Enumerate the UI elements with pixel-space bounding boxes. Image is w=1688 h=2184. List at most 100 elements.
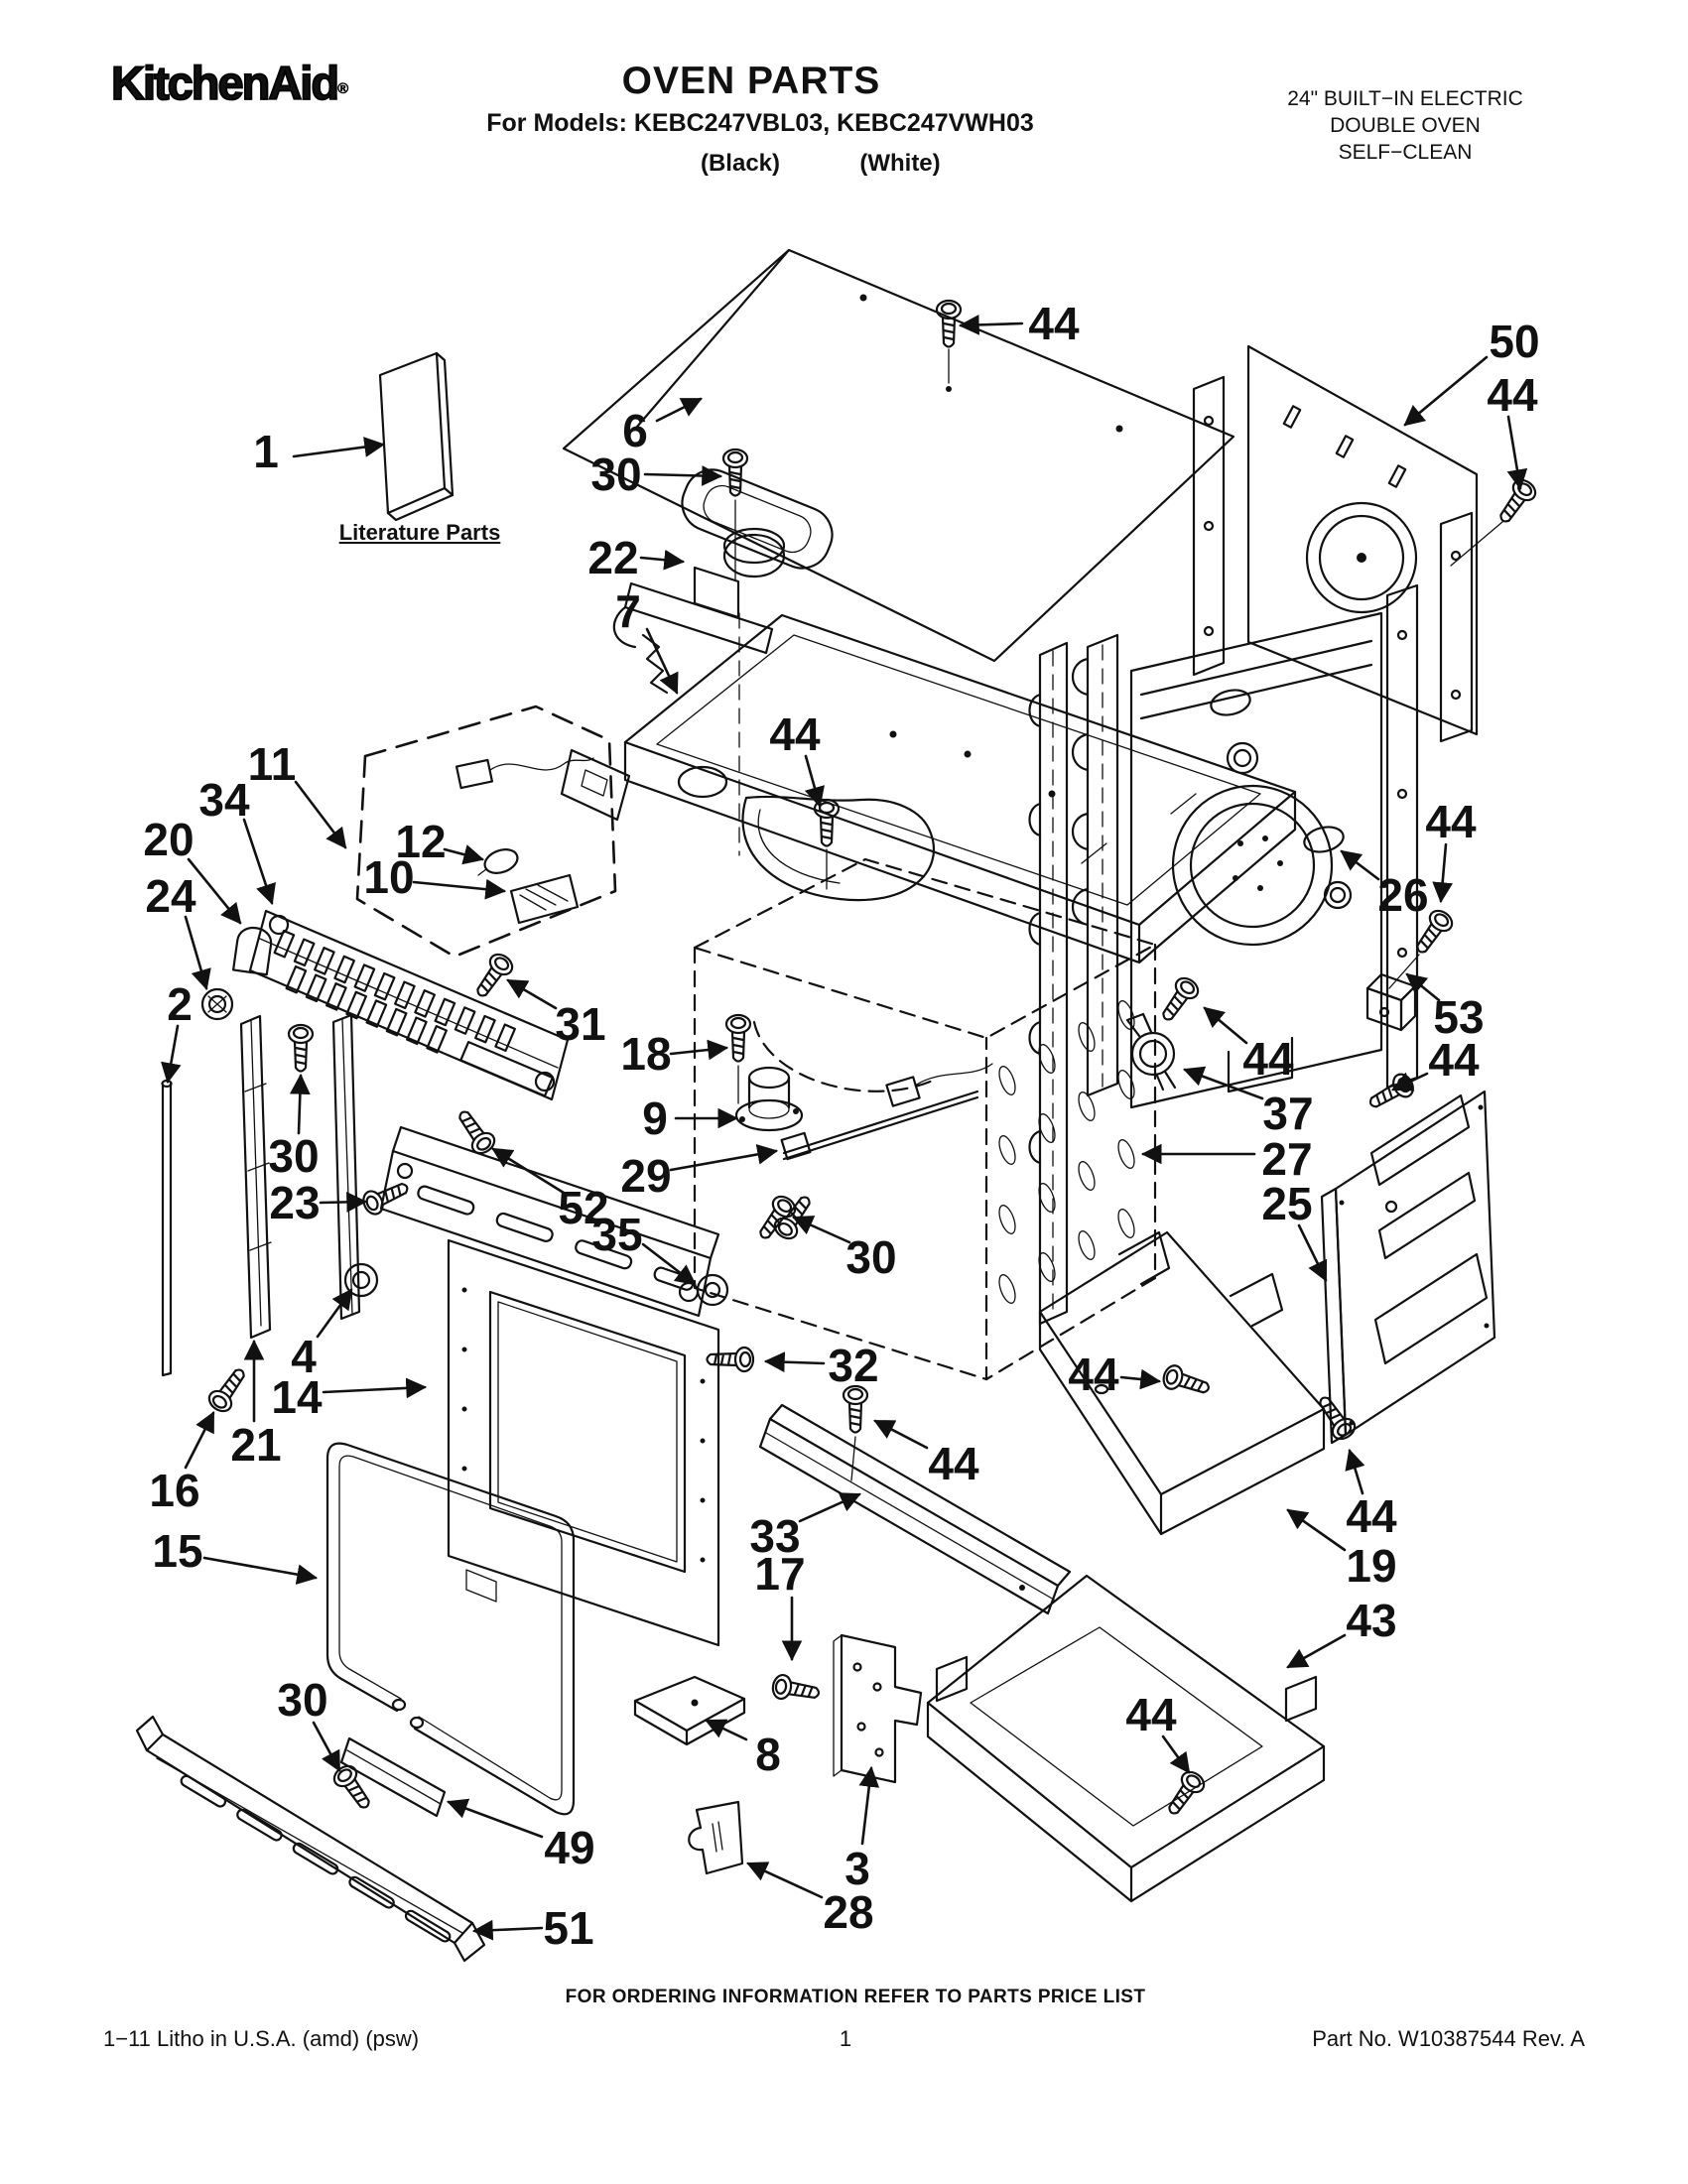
part-28-clip xyxy=(688,1800,744,1875)
svg-text:14: 14 xyxy=(271,1371,323,1423)
callout-35: 35 xyxy=(591,1209,697,1286)
svg-text:2: 2 xyxy=(167,978,193,1030)
svg-text:49: 49 xyxy=(544,1822,594,1873)
callout-44: 44 xyxy=(873,1419,979,1489)
callout-30: 30 xyxy=(268,1073,320,1182)
part-21-side-trim xyxy=(239,1014,272,1340)
part-35-upper-door-panel xyxy=(379,1125,720,1318)
callout-52: 52 xyxy=(491,1147,609,1233)
svg-text:25: 25 xyxy=(1261,1178,1312,1229)
part-50-blower-panel xyxy=(1192,344,1479,743)
callout-16: 16 xyxy=(149,1411,215,1516)
svg-text:44: 44 xyxy=(928,1438,979,1489)
svg-text:37: 37 xyxy=(1262,1088,1313,1139)
part-14-door-frame xyxy=(447,1238,720,1647)
spec-line-2: DOUBLE OVEN xyxy=(1330,114,1481,137)
svg-text:52: 52 xyxy=(558,1182,608,1233)
svg-text:3: 3 xyxy=(844,1843,870,1894)
svg-text:50: 50 xyxy=(1489,316,1539,367)
svg-text:44: 44 xyxy=(1428,1034,1480,1086)
svg-text:8: 8 xyxy=(755,1729,781,1780)
svg-text:32: 32 xyxy=(828,1340,878,1391)
product-spec-block: 24" BUILT−IN ELECTRIC DOUBLE OVEN SELF−C… xyxy=(1287,85,1523,166)
callout-44: 44 xyxy=(958,298,1080,349)
svg-text:15: 15 xyxy=(152,1525,202,1577)
part-15-door-gasket xyxy=(325,1442,576,1816)
callout-2: 2 xyxy=(161,978,193,1085)
svg-text:12: 12 xyxy=(395,816,446,867)
svg-text:29: 29 xyxy=(620,1150,671,1202)
callout-9: 9 xyxy=(642,1092,739,1144)
svg-text:30: 30 xyxy=(590,449,641,500)
callout-8: 8 xyxy=(705,1719,781,1780)
callout-44: 44 xyxy=(1068,1349,1162,1400)
svg-text:30: 30 xyxy=(268,1130,319,1182)
callout-26: 26 xyxy=(1340,849,1429,921)
svg-text:9: 9 xyxy=(642,1092,668,1144)
callout-44: 44 xyxy=(1425,796,1477,904)
svg-text:27: 27 xyxy=(1261,1133,1312,1185)
callout-30: 30 xyxy=(792,1216,897,1283)
callout-22: 22 xyxy=(587,532,686,583)
svg-text:26: 26 xyxy=(1377,869,1428,921)
callout-15: 15 xyxy=(152,1525,319,1585)
part-10-lamp-lens xyxy=(509,873,580,925)
svg-text:11: 11 xyxy=(248,738,297,790)
svg-text:21: 21 xyxy=(230,1419,281,1471)
callout-44: 44 xyxy=(769,708,825,809)
callout-32: 32 xyxy=(763,1340,879,1391)
part-2-trim-tube xyxy=(161,1079,173,1377)
lamp-assembly-region xyxy=(355,705,617,959)
callout-24: 24 xyxy=(145,870,211,990)
callout-7: 7 xyxy=(615,585,679,695)
part-43-lower-tray xyxy=(926,1574,1326,1903)
callout-50: 50 xyxy=(1403,316,1540,427)
part-12-oven-lamp xyxy=(454,748,631,876)
svg-text:44: 44 xyxy=(1068,1349,1119,1400)
svg-text:4: 4 xyxy=(291,1331,317,1382)
callout-11: 11 xyxy=(248,738,347,849)
part-6-top-panel xyxy=(562,248,1235,663)
svg-text:33: 33 xyxy=(749,1510,800,1562)
svg-text:10: 10 xyxy=(363,851,414,903)
svg-text:7: 7 xyxy=(615,585,641,637)
svg-text:43: 43 xyxy=(1346,1595,1396,1646)
callout-1: 1 xyxy=(253,426,386,477)
part-49-door-trim xyxy=(339,1736,447,1818)
callout-28: 28 xyxy=(746,1862,874,1938)
callout-12: 12 xyxy=(395,816,485,867)
callout-4: 4 xyxy=(291,1288,353,1382)
callout-30: 30 xyxy=(277,1674,341,1772)
svg-text:44: 44 xyxy=(1242,1033,1294,1085)
part-24-grommet xyxy=(200,987,234,1021)
callout-30: 30 xyxy=(590,449,723,500)
part-53-junction-box xyxy=(1365,972,1417,1032)
part-1-literature-book xyxy=(378,351,454,522)
svg-text:44: 44 xyxy=(1487,369,1538,421)
litho-line: 1−11 Litho in U.S.A. (amd) (psw) xyxy=(103,2026,420,2051)
part-22-fan-motor xyxy=(612,527,786,695)
callout-6: 6 xyxy=(622,397,703,456)
callout-31: 31 xyxy=(506,978,606,1050)
svg-text:23: 23 xyxy=(269,1177,320,1228)
ordering-note: FOR ORDERING INFORMATION REFER TO PARTS … xyxy=(565,1987,1146,2007)
svg-text:17: 17 xyxy=(754,1548,805,1600)
part-8-bracket-plate xyxy=(633,1675,746,1746)
svg-text:16: 16 xyxy=(149,1465,199,1516)
callout-17: 17 xyxy=(754,1548,806,1662)
svg-text:19: 19 xyxy=(1346,1540,1396,1592)
part-7-burner-box xyxy=(623,613,1297,964)
svg-text:35: 35 xyxy=(591,1209,642,1260)
svg-text:44: 44 xyxy=(1125,1689,1177,1740)
literature-parts-label: Literature Parts xyxy=(338,520,501,545)
color-variant-black: (Black) xyxy=(700,150,781,177)
callout-53: 53 xyxy=(1405,972,1485,1043)
svg-text:22: 22 xyxy=(587,532,638,583)
callout-29: 29 xyxy=(620,1144,779,1202)
part-26-rear-panel xyxy=(1072,583,1419,1109)
callout-14: 14 xyxy=(271,1371,428,1423)
callout-34: 34 xyxy=(198,774,276,905)
callout-23: 23 xyxy=(269,1177,368,1228)
